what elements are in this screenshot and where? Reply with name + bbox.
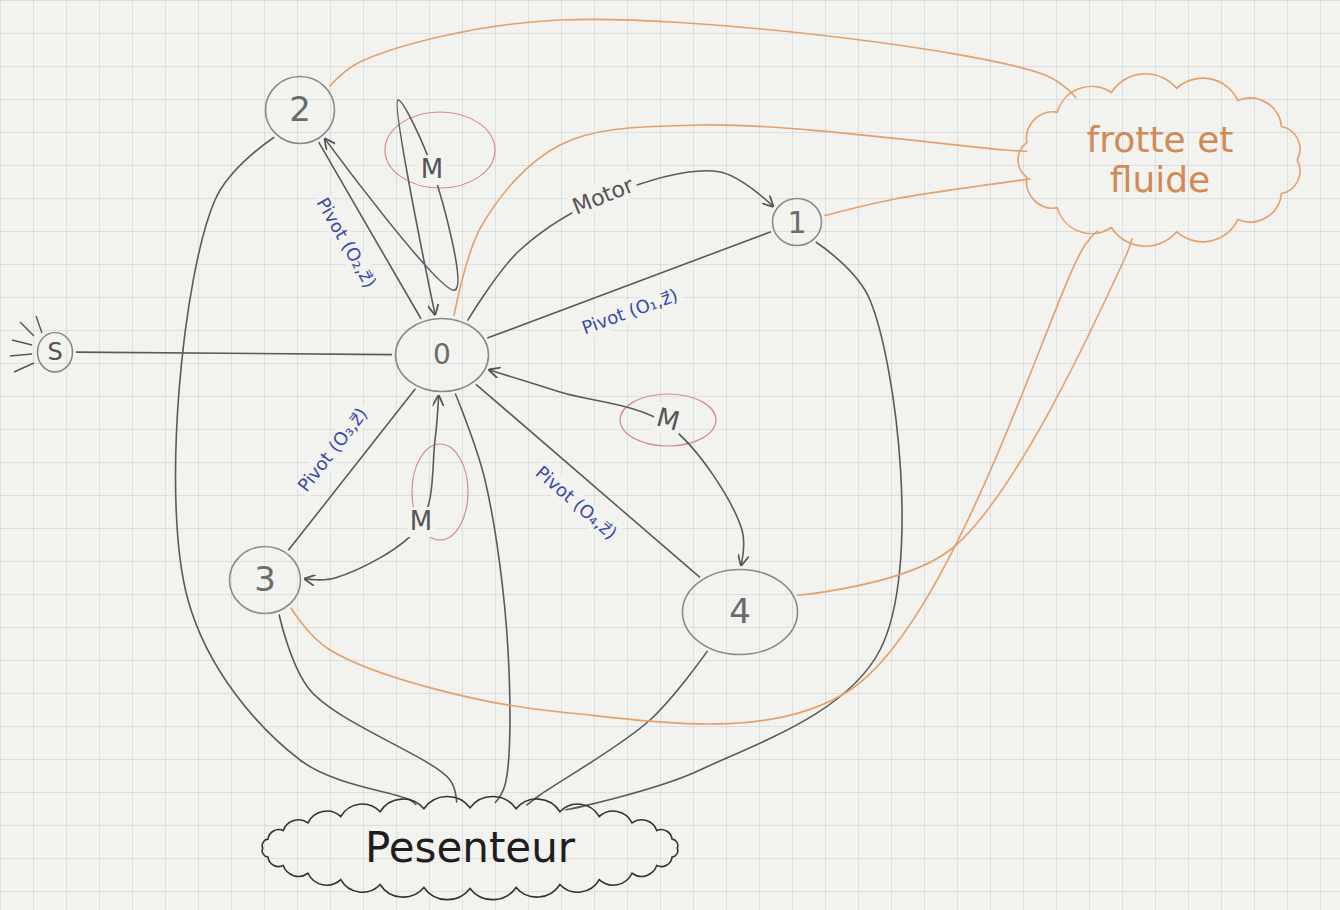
body-ellipse: 4 xyxy=(681,568,799,656)
connector xyxy=(797,238,1132,595)
connector xyxy=(468,171,773,321)
body-circle: 2 xyxy=(264,75,336,145)
frame-ellipse: 0 xyxy=(394,317,490,393)
connector xyxy=(176,137,417,805)
sun-circle: S xyxy=(36,331,74,373)
ellipse-outline xyxy=(230,547,301,614)
cloud-outline xyxy=(1018,74,1300,246)
sun-rays xyxy=(10,316,42,372)
highlight-ellipse xyxy=(385,112,495,188)
cloud-outline xyxy=(262,796,678,899)
node-label: Pesenteur xyxy=(365,825,575,871)
ellipse-outline xyxy=(773,199,822,246)
body-circle: 1 xyxy=(771,197,823,247)
ellipse-outline xyxy=(396,319,489,392)
node-label: 1 xyxy=(787,206,806,239)
connector xyxy=(824,179,1030,216)
ellipse-outline xyxy=(683,570,798,655)
gravity-cloud: Pesenteur xyxy=(250,795,690,901)
connector xyxy=(526,651,707,805)
connector xyxy=(329,19,1076,98)
connector xyxy=(305,396,439,580)
node-label: 4 xyxy=(729,593,751,630)
ellipse-outline xyxy=(266,77,335,144)
edge-label: M xyxy=(407,507,435,537)
edge-label: Pivot (O₁,z⃗) xyxy=(576,284,683,340)
node-label: frotte et fluide xyxy=(1055,120,1265,199)
connector xyxy=(489,370,743,565)
sun-ray xyxy=(14,363,34,372)
edge-label: M xyxy=(418,155,446,185)
sun-ray xyxy=(20,322,34,336)
connector xyxy=(291,231,1098,725)
sun-ray xyxy=(10,354,32,356)
connector xyxy=(288,389,415,551)
node-label: 3 xyxy=(254,561,276,598)
friction-cloud: frotte et fluide xyxy=(1000,65,1320,255)
edge-label: Pivot (O₂,z⃗) xyxy=(310,192,381,295)
node-label: S xyxy=(47,339,62,365)
connector xyxy=(76,352,392,354)
edge-label: Pivot (O₄,z⃗) xyxy=(529,460,623,545)
edge-label: Pivot (O₃,z⃗) xyxy=(292,402,374,499)
sun-ray xyxy=(36,316,42,333)
sun-ray xyxy=(12,340,32,345)
node-label: 2 xyxy=(289,91,311,128)
connector xyxy=(455,394,510,804)
node-label: 0 xyxy=(433,340,451,371)
ellipse-outline xyxy=(38,332,73,371)
edge-label: Motor xyxy=(566,171,640,221)
connector xyxy=(454,125,1028,316)
connector xyxy=(279,614,457,802)
edge-label: M xyxy=(650,402,685,438)
connector xyxy=(325,100,458,314)
highlight-ellipse xyxy=(620,394,716,446)
connector xyxy=(476,384,700,577)
body-circle: 3 xyxy=(228,545,302,615)
